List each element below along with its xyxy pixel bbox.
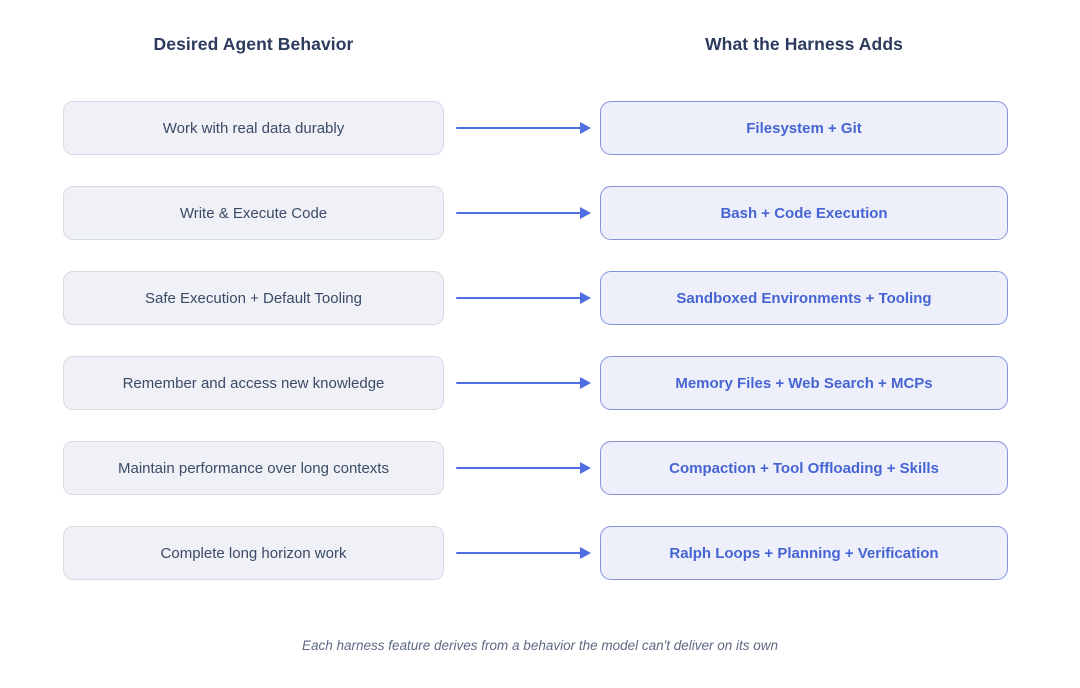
mapping-row: Write & Execute Code Bash + Code Executi… (63, 186, 1008, 240)
arrow-line (456, 211, 581, 215)
connector-arrow (444, 441, 600, 495)
connector-arrow (444, 356, 600, 410)
connector-arrow (444, 526, 600, 580)
arrow-right-icon (580, 122, 591, 134)
mapping-row: Safe Execution + Default Tooling Sandbox… (63, 271, 1008, 325)
arrow-line (456, 381, 581, 385)
footer-caption: Each harness feature derives from a beha… (301, 638, 779, 653)
connector-arrow (444, 186, 600, 240)
connector-arrow (444, 101, 600, 155)
mapping-row: Work with real data durably Filesystem +… (63, 101, 1008, 155)
behavior-box: Maintain performance over long contexts (63, 441, 444, 495)
right-column-header: What the Harness Adds (705, 33, 903, 54)
arrow-right-icon (580, 377, 591, 389)
behavior-box: Remember and access new knowledge (63, 356, 444, 410)
behavior-box: Safe Execution + Default Tooling (63, 271, 444, 325)
mapping-row: Complete long horizon work Ralph Loops +… (63, 526, 1008, 580)
harness-box: Ralph Loops + Planning + Verification (600, 526, 1008, 580)
connector-arrow (444, 271, 600, 325)
behavior-box: Complete long horizon work (63, 526, 444, 580)
harness-box: Filesystem + Git (600, 101, 1008, 155)
arrow-line (456, 126, 581, 130)
mapping-row: Maintain performance over long contexts … (63, 441, 1008, 495)
mapping-row: Remember and access new knowledge Memory… (63, 356, 1008, 410)
arrow-right-icon (580, 547, 591, 559)
harness-box: Compaction + Tool Offloading + Skills (600, 441, 1008, 495)
harness-box: Memory Files + Web Search + MCPs (600, 356, 1008, 410)
arrow-right-icon (580, 207, 591, 219)
arrow-line (456, 296, 581, 300)
arrow-right-icon (580, 292, 591, 304)
behavior-box: Work with real data durably (63, 101, 444, 155)
arrow-line (456, 466, 581, 470)
behavior-box: Write & Execute Code (63, 186, 444, 240)
harness-box: Sandboxed Environments + Tooling (600, 271, 1008, 325)
harness-box: Bash + Code Execution (600, 186, 1008, 240)
arrow-line (456, 551, 581, 555)
mapping-rows: Work with real data durably Filesystem +… (63, 101, 1008, 580)
arrow-right-icon (580, 462, 591, 474)
left-column-header: Desired Agent Behavior (153, 33, 354, 54)
